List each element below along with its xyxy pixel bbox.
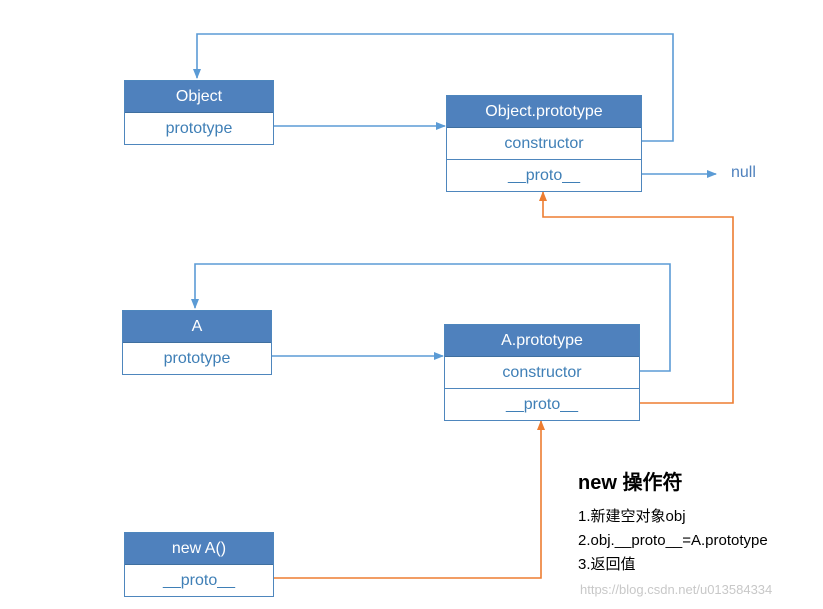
new-a-box[interactable]: new A() __proto__ bbox=[124, 532, 274, 597]
note-title: new 操作符 bbox=[578, 472, 683, 494]
object-prototype-box[interactable]: Object.prototype constructor __proto__ bbox=[446, 95, 642, 192]
constructor-link-object bbox=[193, 33, 674, 142]
a-prototype-box[interactable]: A.prototype constructor __proto__ bbox=[444, 324, 640, 421]
object-prototype-constructor-field: constructor bbox=[504, 135, 584, 152]
object-prototype-proto-field: __proto__ bbox=[447, 159, 641, 191]
a-prototype-constructor-field: constructor bbox=[502, 364, 582, 381]
object-prototype-box-title: Object.prototype bbox=[447, 96, 641, 128]
note-step-3: 3.返回值 bbox=[578, 556, 636, 573]
a-box[interactable]: A prototype bbox=[122, 310, 272, 375]
proto-link-a-prototype bbox=[539, 191, 734, 404]
new-operator-note: new 操作符 1.新建空对象obj 2.obj.__proto__=A.pro… bbox=[578, 466, 768, 577]
constructor-link-a bbox=[191, 263, 671, 372]
watermark: https://blog.csdn.net/u013584334 bbox=[580, 582, 773, 597]
a-prototype-box-title: A.prototype bbox=[445, 325, 639, 357]
a-prototype-proto-field: __proto__ bbox=[445, 388, 639, 420]
null-label: null bbox=[731, 164, 756, 181]
proto-link-new-a bbox=[273, 420, 545, 579]
a-prototype-field: prototype bbox=[163, 350, 231, 367]
object-box[interactable]: Object prototype bbox=[124, 80, 274, 145]
note-step-2: 2.obj.__proto__=A.prototype bbox=[578, 532, 768, 549]
note-step-1: 1.新建空对象obj bbox=[578, 508, 686, 525]
object-box-title: Object bbox=[125, 81, 273, 113]
a-box-title: A bbox=[123, 311, 271, 343]
new-a-proto-field: __proto__ bbox=[162, 572, 236, 589]
new-a-box-title: new A() bbox=[125, 533, 273, 565]
object-prototype-field: prototype bbox=[165, 120, 233, 137]
